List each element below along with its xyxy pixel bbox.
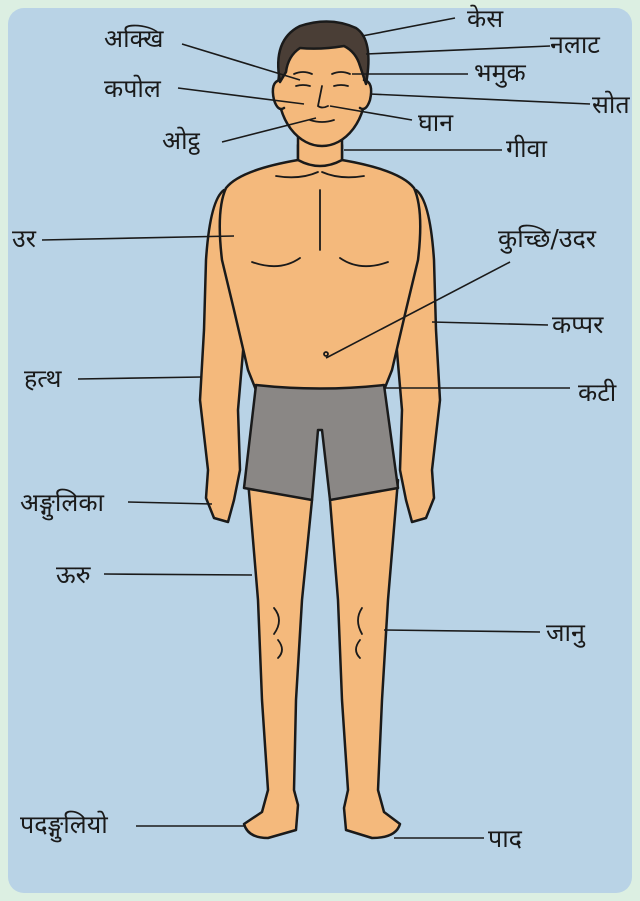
left-leg — [244, 480, 312, 838]
line-sot — [370, 94, 590, 104]
label-anguli: अङ्गुलिका — [20, 490, 104, 515]
label-kes: केस — [467, 6, 503, 31]
label-bhamuk: भमुक — [474, 60, 526, 85]
label-janu: जानु — [546, 620, 585, 645]
line-uru — [104, 574, 252, 575]
label-kati: कटी — [578, 380, 616, 405]
label-giva: गीवा — [506, 136, 547, 161]
label-ur: उर — [12, 226, 36, 251]
label-akkhi: अक्खि — [104, 26, 164, 51]
line-hattha — [78, 377, 202, 379]
line-kes — [362, 18, 455, 36]
shorts — [244, 385, 398, 500]
line-nalat — [366, 46, 550, 54]
torso — [220, 145, 421, 390]
label-sot: सोत — [592, 92, 630, 117]
label-kuchchhi: कुच्छि/उदर — [498, 226, 596, 251]
label-ghan: घान — [418, 110, 453, 135]
label-kapol: कपोल — [104, 76, 161, 101]
line-kappar — [432, 322, 548, 325]
line-anguli — [128, 502, 212, 504]
label-uru: ऊरु — [56, 562, 91, 587]
label-oth: ओट्ठ — [162, 128, 200, 153]
label-hattha: हत्थ — [24, 366, 61, 391]
label-kappar: कप्पर — [552, 312, 603, 337]
label-pada: पाद — [488, 826, 522, 851]
label-nalat: नलाट — [550, 32, 600, 57]
right-leg — [330, 480, 400, 838]
line-janu — [384, 630, 540, 632]
label-padanguli: पदङ्गुलियो — [20, 812, 108, 837]
line-ur — [42, 236, 234, 240]
